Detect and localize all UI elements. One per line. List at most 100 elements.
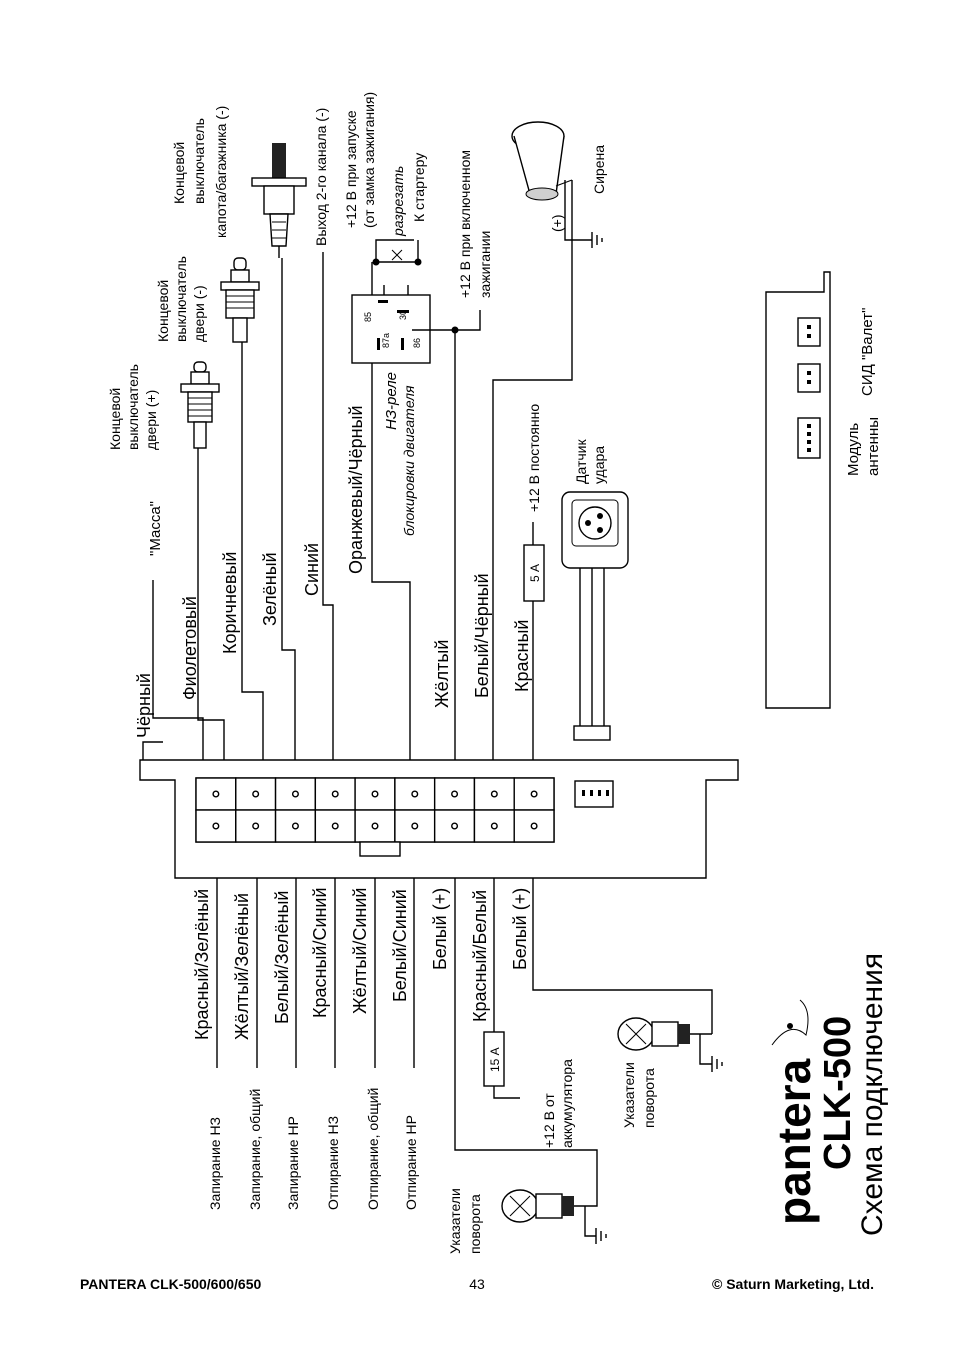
connector-pin	[451, 790, 459, 798]
battery-label: +12 В от аккумулятора	[541, 1059, 575, 1148]
svg-text:Жёлтый/Зелёный: Жёлтый/Зелёный	[232, 893, 252, 1040]
connector-pin	[411, 790, 419, 798]
wire-label-blue: Синий	[302, 543, 322, 596]
start-ignition-labels: +12 В при запуске (от замка зажигания) р…	[343, 92, 493, 298]
connector-pin	[371, 790, 379, 798]
connector-pin	[451, 822, 459, 830]
svg-text:Отпирание НЗ: Отпирание НЗ	[325, 1116, 341, 1210]
bottom-function-labels: Запирание НЗ Запирание, общий Запирание …	[207, 1088, 419, 1210]
svg-text:выключатель: выключатель	[173, 256, 189, 342]
bottom-wires	[216, 878, 713, 1198]
wire-label-black: Чёрный	[134, 673, 154, 738]
svg-text:Белый (+): Белый (+)	[510, 888, 530, 970]
footer-model: PANTERA CLK-500/600/650	[80, 1276, 262, 1292]
connector-key	[359, 841, 401, 857]
diagram-title: Схема подключения	[856, 953, 889, 1236]
svg-text:Запирание НЗ: Запирание НЗ	[207, 1117, 223, 1210]
antenna-labels: Модуль антенны СИД "Валет"	[845, 308, 882, 476]
fuse-5a: 5 А	[523, 544, 545, 602]
svg-text:поворота: поворота	[641, 1068, 657, 1128]
svg-text:Отпирание НР: Отпирание НР	[403, 1115, 419, 1210]
connector-pin	[331, 790, 339, 798]
svg-text:+12 В от: +12 В от	[541, 1093, 557, 1148]
svg-text:выключатель: выключатель	[125, 364, 141, 450]
svg-text:двери (+): двери (+)	[143, 390, 159, 450]
svg-text:поворота: поворота	[467, 1194, 483, 1254]
cut-label: разрезать	[390, 166, 406, 237]
top-wire-labels: Чёрный Фиолетовый Коричневый Зелёный Син…	[134, 405, 532, 738]
connector-cell	[433, 777, 476, 811]
svg-text:Концевой: Концевой	[171, 142, 187, 204]
shock-sensor-label: Датчик удара	[573, 439, 607, 484]
wire-label-green: Зелёный	[260, 552, 280, 626]
door-switch-plus	[180, 361, 220, 449]
svg-text:Концевой: Концевой	[155, 280, 171, 342]
wire-label-red: Красный	[512, 620, 532, 692]
top-wires	[142, 180, 573, 760]
relay: 85 30 87a 86	[351, 239, 481, 364]
led-label: СИД "Валет"	[859, 308, 876, 396]
bottom-wire-labels: Красный/Зелёный Жёлтый/Зелёный Белый/Зел…	[192, 887, 530, 1040]
footer-copyright: © Saturn Marketing, Ltd.	[712, 1276, 874, 1292]
connector-pin	[331, 822, 339, 830]
door-switch-minus-label: Концевой выключатель двери (-)	[155, 256, 207, 342]
svg-text:удара: удара	[591, 446, 607, 484]
svg-text:Белый (+): Белый (+)	[430, 888, 450, 970]
svg-text:(от замка зажигания): (от замка зажигания)	[361, 92, 377, 228]
svg-text:антенны: антенны	[865, 417, 882, 476]
const12-label: +12 В постоянно	[526, 404, 542, 512]
starter-label: К стартеру	[411, 153, 427, 222]
svg-text:Отпирание, общий: Отпирание, общий	[365, 1088, 381, 1210]
fuse-15a: 15 А	[483, 1031, 505, 1087]
svg-text:аккумулятора: аккумулятора	[559, 1059, 575, 1148]
connector-pin	[530, 790, 538, 798]
connector-pin	[371, 822, 379, 830]
wire-label-white-black: Белый/Чёрный	[472, 573, 492, 698]
connector-pin	[411, 822, 419, 830]
relay-label: НЗ-реле блокировки двигателя	[383, 372, 417, 536]
svg-text:двери (-): двери (-)	[191, 285, 207, 342]
connector-pin	[490, 790, 498, 798]
svg-text:Красный/Зелёный: Красный/Зелёный	[192, 889, 212, 1040]
svg-text:86: 86	[412, 338, 422, 348]
siren	[511, 121, 603, 248]
wire-label-yellow: Жёлтый	[432, 640, 452, 708]
antenna-module	[765, 271, 831, 709]
connector-pin	[291, 790, 299, 798]
svg-text:Концевой: Концевой	[107, 388, 123, 450]
svg-text:+12 В при запуске: +12 В при запуске	[343, 110, 359, 228]
wire-label-brown: Коричневый	[220, 552, 240, 654]
connector-pin	[252, 790, 260, 798]
svg-text:Красный/Синий: Красный/Синий	[310, 887, 330, 1018]
logo-brand: pantera	[768, 1058, 820, 1225]
wire-label-orange-black: Оранжевый/Чёрный	[346, 405, 366, 574]
connector-pin	[212, 790, 220, 798]
ch2-label: Выход 2-го канала (-)	[313, 108, 329, 246]
svg-text:зажигании: зажигании	[477, 231, 493, 298]
wire-label-violet: Фиолетовый	[180, 596, 200, 700]
door-switch-minus	[220, 257, 260, 343]
svg-text:Белый/Зелёный: Белый/Зелёный	[272, 891, 292, 1024]
turn-lamp-right	[617, 1017, 723, 1072]
svg-text:85: 85	[363, 312, 373, 322]
svg-text:Белый/Синий: Белый/Синий	[390, 889, 410, 1002]
svg-text:капота/багажника (-): капота/багажника (-)	[213, 106, 229, 238]
svg-text:выключатель: выключатель	[191, 118, 207, 204]
turn-lamp-right-label: Указатели поворота	[621, 1062, 657, 1128]
hood-switch	[251, 143, 307, 258]
svg-text:15 А: 15 А	[488, 1047, 502, 1072]
small-connector-pins	[582, 790, 609, 796]
svg-text:НЗ-реле: НЗ-реле	[383, 372, 400, 430]
connector-pin	[291, 822, 299, 830]
connector-pin	[252, 822, 260, 830]
svg-text:Запирание, общий: Запирание, общий	[247, 1089, 263, 1210]
svg-text:5 А: 5 А	[528, 564, 542, 582]
hood-switch-label: Концевой выключатель капота/багажника (-…	[171, 106, 229, 238]
shock-sensor	[561, 491, 629, 741]
svg-text:Запирание НР: Запирание НР	[285, 1116, 301, 1210]
svg-text:Указатели: Указатели	[621, 1062, 637, 1128]
mass-label: "Масса"	[147, 501, 164, 556]
svg-text:Модуль: Модуль	[845, 423, 862, 476]
door-switch-plus-label: Концевой выключатель двери (+)	[107, 364, 159, 450]
